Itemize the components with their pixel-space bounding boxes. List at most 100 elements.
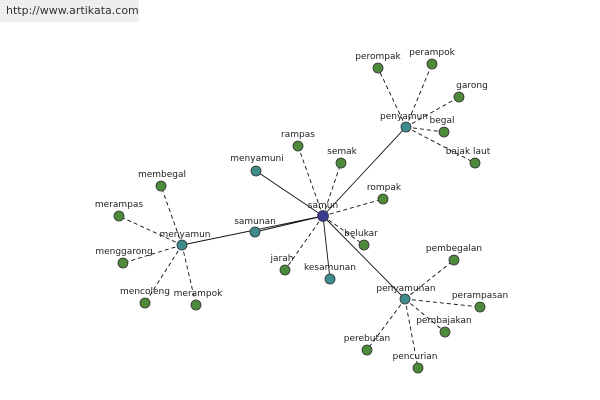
node-label-perebutan: perebutan [344, 334, 390, 344]
node-perebutan[interactable]: perebutan [344, 334, 390, 356]
node-dot-menggarong[interactable] [117, 257, 129, 269]
node-dot-perampok[interactable] [426, 58, 438, 70]
node-dot-merampas[interactable] [113, 210, 125, 222]
node-label-menggarong: menggarong [95, 247, 152, 257]
edge-samun-samunan [254, 215, 324, 233]
edge-samun-semak [322, 162, 342, 217]
node-pembegalan[interactable]: pembegalan [426, 244, 482, 266]
node-dot-semak[interactable] [335, 157, 347, 169]
edge-penyamun-begal [405, 126, 445, 133]
node-dot-pembegalan[interactable] [448, 254, 460, 266]
node-samun[interactable]: samun [308, 201, 338, 222]
edge-penyamun-perampok [405, 63, 433, 128]
edge-menyamun-merampok [181, 244, 197, 306]
node-label-perampok: perampok [409, 48, 455, 58]
node-label-samun: samun [308, 201, 338, 211]
node-menyamun[interactable]: menyamun [159, 230, 211, 251]
node-label-perampasan: perampasan [452, 291, 508, 301]
node-pembajakan[interactable]: pembajakan [416, 316, 472, 338]
node-dot-garong[interactable] [453, 91, 465, 103]
node-dot-menyamuni[interactable] [250, 165, 262, 177]
edge-samun-rampas [297, 145, 324, 217]
edge-samun-penyamun [322, 126, 407, 217]
node-belukar[interactable]: belukar [344, 229, 378, 251]
node-dot-kesamunan[interactable] [324, 273, 336, 285]
edge-layer [118, 63, 481, 369]
node-dot-belukar[interactable] [358, 239, 370, 251]
node-bajak-laut[interactable]: bajak laut [446, 147, 491, 169]
edge-menyamun-membegal [160, 185, 183, 246]
node-label-penyamunan: penyamunan [376, 284, 435, 294]
node-dot-perompak[interactable] [372, 62, 384, 74]
edge-penyamunan-pencurian [404, 298, 419, 369]
edge-penyamun-bajak-laut [405, 126, 476, 164]
node-begal[interactable]: begal [430, 116, 455, 138]
node-mencoleng[interactable]: mencoleng [120, 287, 170, 309]
node-label-jarah: jarah [270, 254, 294, 264]
node-label-merampas: merampas [95, 200, 144, 210]
node-rampas[interactable]: rampas [281, 130, 315, 152]
node-menyamuni[interactable]: menyamuni [230, 154, 284, 177]
node-dot-penyamun[interactable] [400, 121, 412, 133]
node-penyamun[interactable]: penyamun [380, 112, 428, 133]
node-garong[interactable]: garong [453, 81, 488, 103]
node-kesamunan[interactable]: kesamunan [304, 263, 356, 285]
node-dot-penyamunan[interactable] [399, 293, 411, 305]
node-jarah[interactable]: jarah [270, 254, 294, 276]
node-perampok[interactable]: perampok [409, 48, 456, 70]
node-label-penyamun: penyamun [380, 112, 428, 122]
node-dot-perampasan[interactable] [474, 301, 486, 313]
node-label-semak: semak [327, 147, 358, 157]
edge-menyamun-merampas [118, 215, 183, 246]
node-perampasan[interactable]: perampasan [452, 291, 508, 313]
node-label-mencoleng: mencoleng [120, 287, 170, 297]
watermark-url: http://www.artikata.com [6, 4, 139, 17]
node-dot-mencoleng[interactable] [139, 297, 151, 309]
edge-samun-belukar [322, 215, 365, 246]
node-dot-pembajakan[interactable] [439, 326, 451, 338]
edge-penyamun-garong [405, 96, 460, 128]
node-pencurian[interactable]: pencurian [392, 352, 438, 374]
node-label-begal: begal [430, 116, 455, 126]
node-dot-perebutan[interactable] [361, 344, 373, 356]
node-layer: samun menyamun penyamun penyamunan samunan me… [95, 48, 508, 374]
node-merampas[interactable]: merampas [95, 200, 144, 222]
node-dot-merampok[interactable] [190, 299, 202, 311]
node-dot-menyamun[interactable] [176, 239, 188, 251]
node-label-rompak: rompak [367, 183, 402, 193]
node-label-rampas: rampas [281, 130, 315, 140]
node-label-menyamun: menyamun [159, 230, 210, 240]
node-samunan[interactable]: samunan [234, 217, 276, 238]
node-label-pembegalan: pembegalan [426, 244, 482, 254]
node-label-merampok: merampok [174, 289, 224, 299]
node-dot-begal[interactable] [438, 126, 450, 138]
node-merampok[interactable]: merampok [174, 289, 224, 311]
edge-penyamunan-pembegalan [404, 259, 455, 300]
node-label-membegal: membegal [138, 170, 186, 180]
watermark-bar: http://www.artikata.com [0, 0, 139, 22]
node-label-belukar: belukar [344, 229, 378, 239]
node-label-samunan: samunan [234, 217, 276, 227]
node-dot-jarah[interactable] [279, 264, 291, 276]
node-dot-rampas[interactable] [292, 140, 304, 152]
edge-samun-menyamuni [255, 170, 324, 217]
node-perompak[interactable]: perompak [355, 52, 402, 74]
edge-penyamunan-pembajakan [404, 298, 446, 333]
node-label-pembajakan: pembajakan [416, 316, 472, 326]
node-dot-rompak[interactable] [377, 193, 389, 205]
node-dot-membegal[interactable] [155, 180, 167, 192]
node-dot-pencurian[interactable] [412, 362, 424, 374]
node-membegal[interactable]: membegal [138, 170, 186, 192]
node-semak[interactable]: semak [327, 147, 358, 169]
node-rompak[interactable]: rompak [367, 183, 402, 205]
node-label-garong: garong [456, 81, 488, 91]
node-menggarong[interactable]: menggarong [95, 247, 153, 269]
node-label-kesamunan: kesamunan [304, 263, 356, 273]
node-dot-samun[interactable] [317, 210, 329, 222]
node-dot-bajak-laut[interactable] [469, 157, 481, 169]
edge-samun-rompak [322, 198, 384, 217]
node-penyamunan[interactable]: penyamunan [376, 284, 436, 305]
node-dot-samunan[interactable] [249, 226, 261, 238]
edge-menyamun-menggarong [122, 244, 183, 264]
